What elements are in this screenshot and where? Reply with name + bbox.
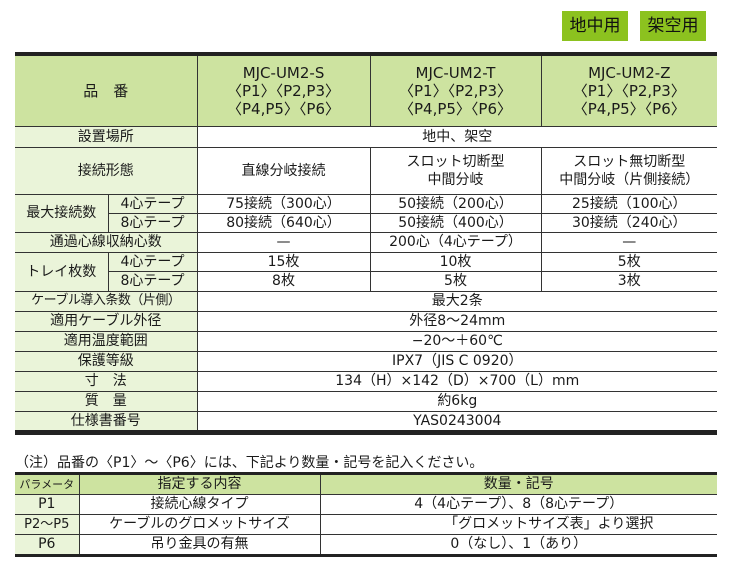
row-value: 最大2条 <box>196 290 718 312</box>
table-row: 通過心線収納心数 — 200心（4心テープ） — <box>15 231 718 253</box>
table-row: 接続形態 直線分岐接続 スロット切断型中間分岐 スロット無切断型中間分岐（片側接… <box>15 146 718 195</box>
row-value: 200心（4心テープ） <box>369 231 542 253</box>
row-value: 15枚 <box>196 251 371 272</box>
param-content: ケーブルのグロメットサイズ <box>78 514 321 535</box>
row-value: 3枚 <box>540 270 718 292</box>
row-label: 通過心線収納心数 <box>15 231 198 253</box>
aerial-badge: 架空用 <box>640 11 706 41</box>
model-params: 〈P1〉〈P2,P3〉 <box>226 81 341 100</box>
header-cell: パラメータ <box>15 473 80 495</box>
row-value: 10枚 <box>369 251 542 272</box>
sub-label: 4心テープ <box>107 193 198 214</box>
row-value: 80接続（640心） <box>196 212 371 233</box>
row-value: — <box>540 231 718 253</box>
row-value: — <box>196 231 371 253</box>
row-label: トレイ枚数 <box>15 251 109 292</box>
header-cell: 数量・記号 <box>319 473 717 495</box>
row-label: 寸 法 <box>15 370 198 392</box>
param-content: 吊り金具の有無 <box>78 534 321 556</box>
table-row: P6 吊り金具の有無 0（なし）、1（あり） <box>15 534 717 556</box>
param-value: 「グロメットサイズ表」より選択 <box>319 514 717 535</box>
note-text: （注）品番の〈P1〉～〈P6〉には、下記より数量・記号を記入ください。 <box>15 455 484 471</box>
row-value: 5枚 <box>540 251 718 272</box>
row-label: 適用温度範囲 <box>15 330 198 352</box>
row-value: 50接続（200心） <box>369 193 542 214</box>
row-value: 直線分岐接続 <box>196 146 371 195</box>
param-name: P2～P5 <box>15 514 80 535</box>
table-row: 設置場所 地中、架空 <box>15 125 718 148</box>
model-params: 〈P4,P5〉〈P6〉 <box>226 99 341 118</box>
row-value: −20～＋60℃ <box>196 330 718 352</box>
row-value: 5枚 <box>369 270 542 292</box>
param-value: 4（4心テープ）、8（8心テープ） <box>319 494 717 515</box>
param-name: P1 <box>15 494 80 515</box>
row-value: スロット切断型中間分岐 <box>369 146 542 195</box>
row-value: スロット無切断型中間分岐（片側接続） <box>540 146 718 195</box>
table-row: P2～P5 ケーブルのグロメットサイズ 「グロメットサイズ表」より選択 <box>15 514 717 535</box>
model-params: 〈P1〉〈P2,P3〉 <box>572 81 686 100</box>
row-label: 保護等級 <box>15 350 198 372</box>
row-label: 適用ケーブル外径 <box>15 310 198 332</box>
row-label: 仕様書番号 <box>15 410 198 433</box>
row-label: 接続形態 <box>15 146 198 195</box>
table-row: 8心テープ 8枚 5枚 3枚 <box>15 270 718 292</box>
parameter-header-row: パラメータ 指定する内容 数量・記号 <box>15 473 717 495</box>
table-row: 8心テープ 80接続（640心） 50接続（400心） 30接続（240心） <box>15 212 718 233</box>
model-row: 品 番 MJC-UM2-S〈P1〉〈P2,P3〉〈P4,P5〉〈P6〉 MJC-… <box>15 53 718 127</box>
model-name: MJC-UM2-T <box>415 63 496 82</box>
table-row: トレイ枚数 4心テープ 15枚 10枚 5枚 <box>15 251 718 292</box>
row-label: 最大接続数 <box>15 193 109 233</box>
sub-label: 4心テープ <box>107 251 198 272</box>
param-value: 0（なし）、1（あり） <box>319 534 717 556</box>
value-line: 中間分岐 <box>427 171 484 188</box>
row-value: 地中、架空 <box>196 125 718 148</box>
row-value: IPX7（JIS C 0920） <box>196 350 718 372</box>
model-name: MJC-UM2-Z <box>588 63 671 82</box>
model-name: MJC-UM2-S <box>242 63 325 82</box>
table-row: 質 量約6kg <box>15 390 718 412</box>
value-line: スロット切断型 <box>406 153 505 170</box>
value-line: 中間分岐（片側接続） <box>559 171 700 188</box>
table-row: 適用温度範囲−20～＋60℃ <box>15 330 718 352</box>
row-label: ケーブル導入条数（片側） <box>15 290 198 312</box>
row-label: 設置場所 <box>15 125 198 148</box>
row-value: 50接続（400心） <box>369 212 542 233</box>
parameter-table: パラメータ 指定する内容 数量・記号 P1 接続心線タイプ 4（4心テープ）、8… <box>15 472 717 557</box>
row-value: 30接続（240心） <box>540 212 718 233</box>
param-content: 接続心線タイプ <box>78 494 321 515</box>
sub-label: 8心テープ <box>108 270 198 292</box>
table-row: ケーブル導入条数（片側）最大2条 <box>15 290 718 312</box>
row-value: 約6kg <box>196 390 718 412</box>
row-value: 25接続（100心） <box>540 193 718 214</box>
row-value: YAS0243004 <box>196 410 718 433</box>
sub-label: 8心テープ <box>108 212 198 233</box>
param-name: P6 <box>15 534 80 556</box>
spec-table: 品 番 MJC-UM2-S〈P1〉〈P2,P3〉〈P4,P5〉〈P6〉 MJC-… <box>15 52 718 435</box>
model-s: MJC-UM2-S〈P1〉〈P2,P3〉〈P4,P5〉〈P6〉 <box>196 53 371 127</box>
header-cell: 指定する内容 <box>78 473 321 495</box>
model-params: 〈P4,P5〉〈P6〉 <box>572 99 686 118</box>
table-row: 適用ケーブル外径外径8～24mm <box>15 310 718 332</box>
row-value: 8枚 <box>196 270 371 292</box>
model-label: 品 番 <box>15 53 198 127</box>
row-value: 134（H）×142（D）×700（L）mm <box>196 370 718 392</box>
model-z: MJC-UM2-Z〈P1〉〈P2,P3〉〈P4,P5〉〈P6〉 <box>540 53 718 127</box>
underground-badge: 地中用 <box>562 11 628 41</box>
row-label: 質 量 <box>15 390 198 412</box>
table-row: 最大接続数 4心テープ 75接続（300心） 50接続（200心） 25接続（1… <box>15 193 718 233</box>
value-line: スロット無切断型 <box>573 153 686 170</box>
model-params: 〈P1〉〈P2,P3〉 <box>398 81 513 100</box>
row-value: 75接続（300心） <box>196 193 371 214</box>
row-value: 外径8～24mm <box>196 310 718 332</box>
table-row: P1 接続心線タイプ 4（4心テープ）、8（8心テープ） <box>15 494 717 515</box>
model-t: MJC-UM2-T〈P1〉〈P2,P3〉〈P4,P5〉〈P6〉 <box>369 53 542 127</box>
model-params: 〈P4,P5〉〈P6〉 <box>398 99 513 118</box>
